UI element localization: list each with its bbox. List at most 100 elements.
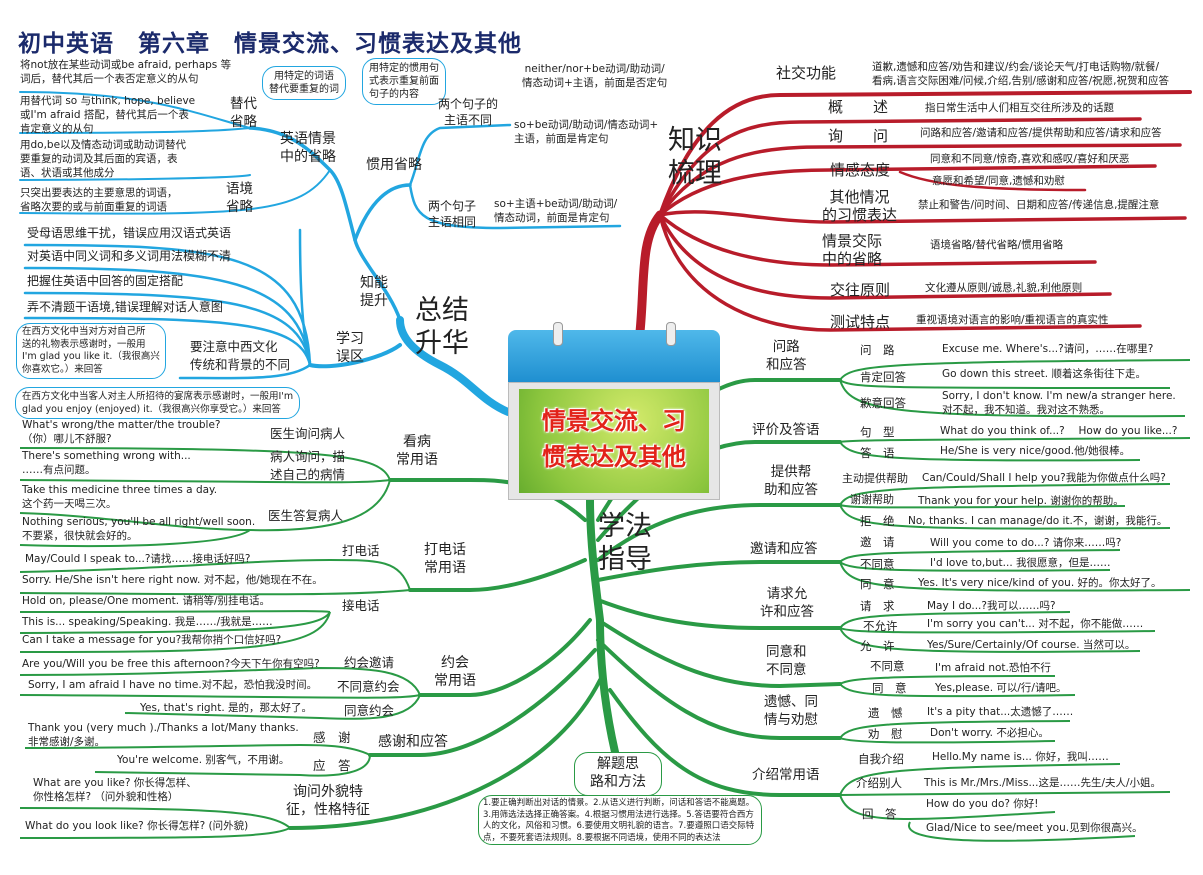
idiomatic-label: 惯用省略 bbox=[366, 157, 422, 173]
knowledge-item-text: 问路和应答/邀请和应答/提供帮助和应答/请求和应答 bbox=[920, 127, 1162, 139]
method-row-value: It's a pity that...太遗憾了…… bbox=[927, 706, 1074, 718]
method-row-value: What do you think of...? How do you like… bbox=[940, 425, 1178, 437]
method-row-key: 句 型 bbox=[860, 425, 895, 439]
method-row-value: Will you come to do...? 请你来……吗? bbox=[930, 537, 1122, 549]
method-sub-label: 医生答复病人 bbox=[268, 508, 344, 523]
mistakes-label: 学习 误区 bbox=[336, 331, 364, 365]
method-row-value: I'm afraid not.恐怕不行 bbox=[935, 662, 1051, 674]
method-row-value: May I do...?我可以……吗? bbox=[927, 600, 1056, 612]
method-sub-label: 应 答 bbox=[313, 758, 351, 773]
method-row-key: 答 语 bbox=[860, 446, 895, 460]
method-group-label: 询问外貌特 征，性格特征 bbox=[286, 784, 370, 818]
knowledge-item-label: 情景交际 中的省略 bbox=[822, 232, 883, 268]
method-row-value: I'd love to,but... 我很愿意，但是…… bbox=[930, 557, 1111, 569]
method-row-key: 遗 憾 bbox=[868, 706, 903, 720]
method-sub-text: Nothing serious, you'll be all right/wel… bbox=[22, 516, 256, 542]
method-row-key: 主动提供帮助 bbox=[842, 472, 908, 485]
methods-label: 学法 指导 bbox=[598, 511, 652, 575]
substitution-item: 将not放在某些动词或be afraid, perhaps 等 词后，替代其后一… bbox=[20, 59, 232, 85]
calendar-body: 情景交流、习 惯表达及其他 bbox=[508, 382, 720, 500]
method-row-key: 请 求 bbox=[860, 599, 895, 613]
method-row-key: 同 意 bbox=[872, 681, 907, 695]
method-sub-text: What's wrong/the matter/the trouble? （你）… bbox=[22, 419, 221, 445]
tips-label: 解题思 路和方法 bbox=[590, 756, 646, 790]
context-item: 只突出要表达的主要意思的词语， 省略次要的或与前面重复的词语 bbox=[20, 187, 178, 213]
binder-ring-icon bbox=[553, 322, 563, 346]
method-row-value: Yes/Sure/Certainly/Of course. 当然可以。 bbox=[927, 639, 1136, 651]
different-subject-label: 两个句子的 主语不同 bbox=[438, 97, 499, 127]
method-row-key: 谢谢帮助 bbox=[850, 493, 894, 506]
substitution-item: 用do,be以及情态动词或助动词替代 要重复的动词及其后面的宾语，表 语、状语或… bbox=[20, 139, 187, 179]
method-row-key: 邀 请 bbox=[860, 535, 895, 549]
knowledge-item-label: 询 问 bbox=[828, 127, 889, 145]
method-row-value: How do you do? 你好! bbox=[926, 798, 1039, 810]
knowledge-item-label: 交往原则 bbox=[830, 281, 891, 299]
knowledge-item-text: 语境省略/替代省略/惯用省略 bbox=[930, 239, 1064, 251]
method-row-value: Can/Could/Shall I help you?我能为你做点什么吗? bbox=[922, 472, 1166, 484]
knowledge-item-label: 情感态度 bbox=[830, 161, 891, 179]
method-sub-text: What are you like? 你长得怎样、 你性格怎样? （问外貌和性格… bbox=[33, 777, 197, 803]
method-row-value: No, thanks. I can manage/do it.不，谢谢，我能行。 bbox=[908, 515, 1168, 527]
context-label: 语境 省略 bbox=[226, 181, 253, 215]
method-row-value: I'm sorry you can't... 对不起，你不能做…… bbox=[927, 618, 1144, 630]
method-sub-text: May/Could I speak to...?请找……接电话好吗? bbox=[25, 553, 251, 565]
method-row-value: Excuse me. Where's...?请问，……在哪里? bbox=[942, 343, 1154, 355]
knowledge-item-text: 同意和不同意/惊奇,喜欢和感叹/喜好和厌恶 bbox=[930, 153, 1130, 165]
binder-ring-icon bbox=[666, 322, 676, 346]
method-row-key: 不同意 bbox=[870, 659, 905, 673]
mistake-item: 把握住英语中回答的固定搭配 bbox=[27, 274, 184, 288]
method-row-key: 同 意 bbox=[860, 577, 895, 591]
substitution-item: 用替代词 so 与think, hope, believe 或I'm afrai… bbox=[20, 95, 196, 135]
method-sub-label: 病人询问，描 述自己的病情 bbox=[270, 449, 346, 482]
knowledge-item-text: 意愿和希望/同意,遗憾和劝慰 bbox=[932, 175, 1065, 187]
culture-item-bubble: 在西方文化中当对方对自己所 送的礼物表示感谢时，一般用 I'm glad you… bbox=[16, 323, 166, 379]
methods-branches bbox=[288, 378, 842, 830]
knowledge-item-text: 文化遵从原则/诚恳,礼貌,利他原则 bbox=[925, 282, 1083, 294]
knowledge-item-text: 禁止和警告/问时间、日期和应答/传递信息,提醒注意 bbox=[918, 199, 1160, 211]
method-sub-text: Are you/Will you be free this afternoon?… bbox=[22, 658, 320, 670]
mistake-item: 对英语中同义词和多义词用法模糊不清 bbox=[27, 249, 232, 263]
substitution-note-bubble: 用特定的词语 替代要重复的词 bbox=[262, 66, 346, 100]
method-row-value: Go down this street. 顺着这条街往下走。 bbox=[942, 368, 1146, 380]
method-sub-text: This is... speaking/Speaking. 我是……/我就是…… bbox=[22, 616, 273, 628]
knowledge-item-label: 概 述 bbox=[828, 98, 889, 116]
page-title: 初中英语 第六章 情景交流、习惯表达及其他 bbox=[18, 31, 522, 57]
method-sub-label: 同意约会 bbox=[344, 703, 395, 718]
method-row-key: 自我介绍 bbox=[858, 752, 904, 766]
method-row-value: This is Mr./Mrs./Miss...这是……先生/夫人/小姐。 bbox=[924, 777, 1162, 789]
mistake-item: 受母语思维干扰，错误应用汉语式英语 bbox=[27, 226, 232, 240]
method-row-value: Don't worry. 不必担心。 bbox=[930, 727, 1049, 739]
knowledge-item-label: 社交功能 bbox=[776, 64, 837, 82]
method-group-label: 邀请和应答 bbox=[750, 541, 818, 557]
ellipsis-label: 英语情景 中的省略 bbox=[280, 131, 336, 165]
method-row-key: 劝 慰 bbox=[868, 727, 903, 741]
method-sub-text: There's something wrong with... ……有点问题。 bbox=[22, 450, 191, 476]
method-sub-label: 感 谢 bbox=[313, 730, 351, 745]
method-group-label: 看病 常用语 bbox=[396, 434, 438, 468]
method-row-key: 不允许 bbox=[863, 619, 898, 633]
method-row-value: Thank you for your help. 谢谢你的帮助。 bbox=[918, 495, 1124, 507]
method-sub-text: Thank you (very much )./Thanks a lot/Man… bbox=[28, 722, 299, 748]
method-sub-text: What do you look like? 你长得怎样? (问外貌) bbox=[25, 820, 249, 832]
summary-branches bbox=[19, 91, 622, 416]
method-row-key: 不同意 bbox=[860, 557, 895, 571]
tips-label-box: 解题思 路和方法 bbox=[574, 752, 662, 796]
same-subject-item: so+主语+be动词/助动词/ 情态动词，前面是肯定句 bbox=[494, 198, 618, 224]
method-row-value: He/She is very nice/good.他/她很棒。 bbox=[940, 445, 1131, 457]
mistake-item: 弄不清题干语境,错误理解对话人意图 bbox=[27, 300, 223, 314]
knowledge-item-text: 指日常生活中人们相互交往所涉及的话题 bbox=[925, 102, 1114, 114]
method-row-key: 肯定回答 bbox=[860, 370, 906, 384]
idiomatic-note-bubble: 用特定的惯用句 式表示重复前面 句子的内容 bbox=[362, 58, 446, 105]
method-sub-text: Yes, that's right. 是的，那太好了。 bbox=[140, 702, 312, 714]
center-calendar-card: 情景交流、习 惯表达及其他 bbox=[508, 322, 720, 500]
knowledge-branches bbox=[635, 90, 1192, 337]
center-title: 情景交流、习 惯表达及其他 bbox=[542, 407, 686, 471]
method-row-value: Hello.My name is... 你好，我叫…… bbox=[932, 751, 1109, 763]
knowledge-item-text: 道歉,遗憾和应答/劝告和建议/约会/谈论天气/打电话购物/就餐/ 看病,语言交际… bbox=[872, 61, 1169, 87]
method-sub-text: You're welcome. 别客气，不用谢。 bbox=[117, 754, 290, 766]
method-row-key: 拒 绝 bbox=[860, 514, 895, 528]
knowledge-item-label: 其他情况 的习惯表达 bbox=[822, 188, 898, 224]
method-group-label: 介绍常用语 bbox=[752, 767, 820, 783]
method-row-key: 允 许 bbox=[860, 639, 895, 653]
